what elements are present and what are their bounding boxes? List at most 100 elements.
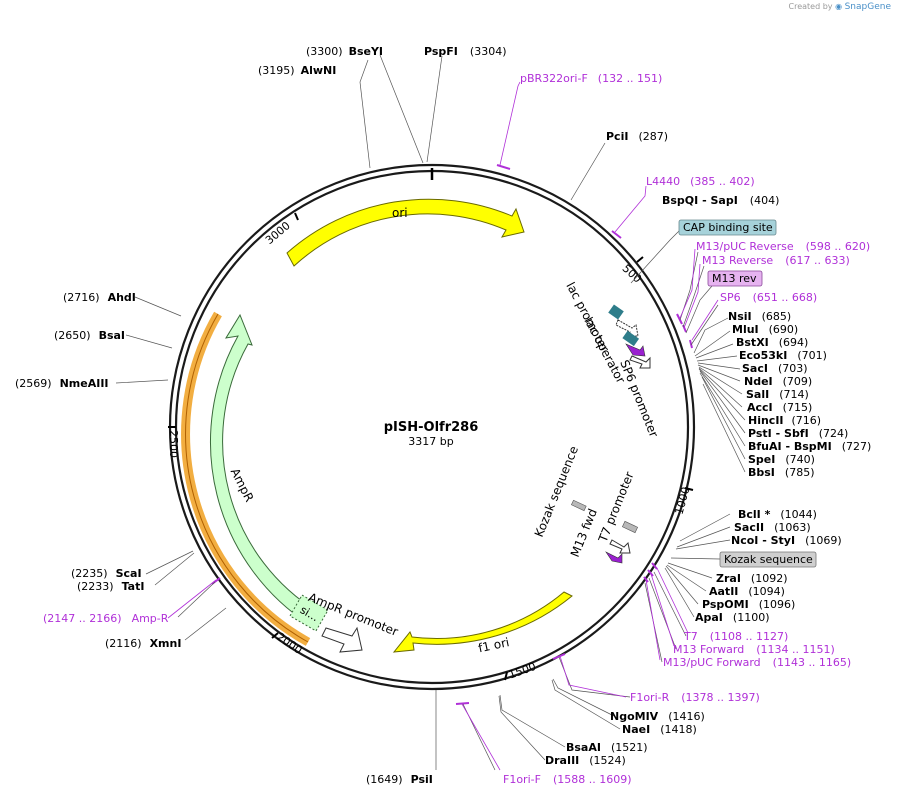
site-position: (694)	[779, 336, 809, 349]
primer-leader-line	[559, 655, 627, 698]
leader-line	[630, 229, 681, 284]
primer-m13puc-reverse[interactable]: M13/pUC Reverse	[696, 240, 794, 253]
lac-operator-mark[interactable]	[622, 330, 640, 347]
site-bsaai[interactable]: BsaAI	[566, 741, 601, 754]
leader-line	[558, 656, 631, 698]
site-position: (2650)	[54, 329, 91, 342]
t7-promoter-arrow[interactable]	[609, 539, 631, 554]
primer-position: (1134 .. 1151)	[756, 643, 835, 656]
site-zrai[interactable]: ZraI	[716, 572, 741, 585]
site-bspmi[interactable]: BspMI	[794, 440, 832, 453]
primer-f1ori-f[interactable]: F1ori-F	[503, 773, 541, 786]
f1-ori-label: f1 ori	[477, 635, 511, 655]
primer-sp6[interactable]: SP6	[720, 291, 741, 304]
primer-m13-forward[interactable]: M13 Forward	[673, 643, 744, 656]
site-pcii[interactable]: PciI	[606, 130, 628, 143]
primer-pbr322ori-f[interactable]: pBR322ori-F	[520, 72, 588, 85]
site-bstxi[interactable]: BstXI	[736, 336, 769, 349]
site-mlui[interactable]: MluI	[732, 323, 759, 336]
site-nmeaiii[interactable]: NmeAIII	[60, 377, 109, 390]
site-saci[interactable]: SacI	[742, 362, 768, 375]
m13-rev-box[interactable]	[707, 270, 763, 287]
snapgene-logo-icon: ◉	[835, 2, 843, 11]
site-psii[interactable]: PsiI	[411, 773, 433, 786]
ori-feature[interactable]: ori	[286, 198, 525, 267]
site-bsai[interactable]: BsaI	[99, 329, 125, 342]
site-draiii[interactable]: DraIII	[545, 754, 579, 767]
svg-text:SacI(703): SacI (703)	[742, 362, 808, 375]
sp6-promoter-arrow[interactable]	[629, 355, 651, 369]
leader-line	[115, 379, 169, 384]
svg-text:BstXI(694): BstXI (694)	[736, 336, 808, 349]
primer-position: (1108 .. 1127)	[710, 630, 789, 643]
primer-l4440[interactable]: L4440	[646, 175, 680, 188]
primer-f1ori-r[interactable]: F1ori-R	[630, 691, 670, 704]
leader-line	[551, 679, 621, 730]
svg-text:NsiI(685): NsiI(685)	[728, 310, 791, 323]
m13-fwd-arrow[interactable]	[605, 551, 623, 564]
leader-line	[679, 513, 731, 542]
site-bcli[interactable]: BclI *	[738, 508, 771, 521]
leader-line	[698, 367, 743, 408]
svg-text:M13/pUC Reverse(598 .. 620): M13/pUC Reverse(598 .. 620)	[696, 240, 870, 253]
t7-promoter-mark[interactable]	[621, 520, 639, 534]
leader-line	[675, 539, 731, 550]
primer-mark	[211, 577, 221, 585]
site-ncoi[interactable]: NcoI	[731, 534, 758, 547]
site-nsii[interactable]: NsiI	[728, 310, 752, 323]
site-bseyi[interactable]: BseYI	[349, 45, 383, 58]
site-eco53ki[interactable]: Eco53kI	[739, 349, 787, 362]
site-aatii[interactable]: AatII	[709, 585, 738, 598]
svg-text:HincII(716): HincII(716)	[748, 414, 821, 427]
site-acci[interactable]: AccI	[747, 401, 773, 414]
site-naei[interactable]: NaeI	[622, 723, 650, 736]
site-psti[interactable]: PstI	[748, 427, 772, 440]
site-spei[interactable]: SpeI	[748, 453, 775, 466]
m13-rev-mark	[625, 343, 646, 357]
kozak-sequence-box[interactable]	[719, 551, 817, 568]
leader-line	[666, 564, 707, 592]
site-bfuai[interactable]: BfuAI	[748, 440, 782, 453]
svg-text:BclI *(1044): BclI *(1044)	[738, 508, 817, 521]
f1-ori-feature[interactable]: f1 ori	[392, 591, 573, 655]
site-sbfi[interactable]: SbfI	[784, 427, 809, 440]
ampr-orf-line	[185, 313, 309, 643]
site-apai[interactable]: ApaI	[695, 611, 723, 624]
site-hincii[interactable]: HincII	[748, 414, 784, 427]
site-sapi[interactable]: SapI	[710, 194, 737, 207]
site-position: (2569)	[15, 377, 52, 390]
site-position: (1418)	[660, 723, 697, 736]
cap-binding-site-box[interactable]	[678, 219, 777, 236]
site-position: (703)	[778, 362, 808, 375]
site-ngomiv[interactable]: NgoMIV	[610, 710, 659, 723]
site-pspfi[interactable]: PspFI	[424, 45, 458, 58]
site-sali[interactable]: SalI	[746, 388, 769, 401]
site-bbsi[interactable]: BbsI	[748, 466, 775, 479]
site-sacii[interactable]: SacII	[734, 521, 764, 534]
leader-line	[134, 296, 182, 317]
site-ahdi[interactable]: AhdI	[108, 291, 136, 304]
leader-line	[667, 562, 713, 579]
ampr-feature[interactable]: AmpR si...	[181, 311, 329, 646]
site-pspomi[interactable]: PspOMI	[702, 598, 749, 611]
svg-text:DraIII(1524): DraIII(1524)	[545, 754, 626, 767]
site-styi[interactable]: StyI	[771, 534, 795, 547]
leader-line	[699, 372, 746, 447]
primer-leader-line	[683, 263, 701, 329]
site-alwni[interactable]: AlwNI	[301, 64, 337, 77]
primer-amp-r[interactable]: Amp-R	[132, 612, 169, 625]
site-ndei[interactable]: NdeI	[744, 375, 773, 388]
site-xmni[interactable]: XmnI	[150, 637, 182, 650]
site-scai[interactable]: ScaI	[116, 567, 142, 580]
primer-m13-reverse[interactable]: M13 Reverse	[702, 254, 773, 267]
credit: Created by ◉ SnapGene	[789, 2, 892, 12]
site-tati[interactable]: TatI	[122, 580, 145, 593]
primer-t7[interactable]: T7	[683, 630, 698, 643]
site-bspqi[interactable]: BspQI	[662, 194, 698, 207]
svg-text:M13/pUC Forward(1143 .. 1165): M13/pUC Forward(1143 .. 1165)	[663, 656, 851, 669]
primer-mark	[643, 576, 649, 583]
cap-site-mark	[608, 304, 624, 320]
kozak-mark[interactable]	[570, 499, 587, 512]
primer-m13puc-forward[interactable]: M13/pUC Forward	[663, 656, 761, 669]
primer-leader-line	[656, 567, 689, 634]
